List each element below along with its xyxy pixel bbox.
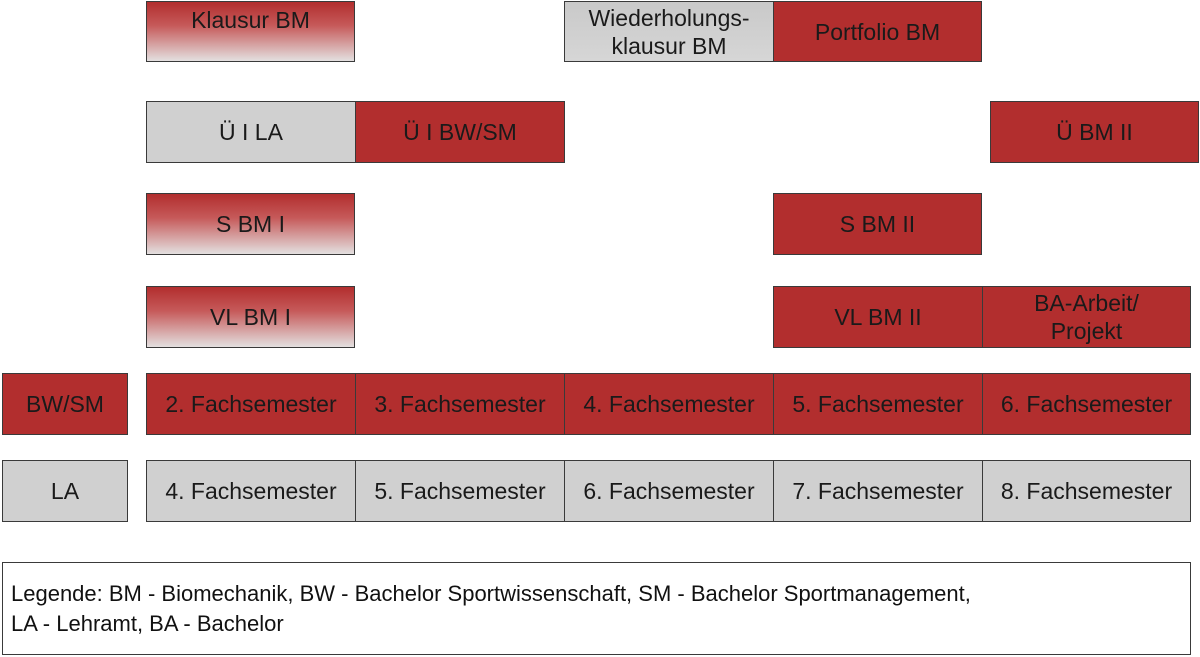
module-ue-i-bwsm: Ü I BW/SM xyxy=(355,101,565,163)
legend-line1: Legende: BM - Biomechanik, BW - Bachelor… xyxy=(11,581,971,606)
module-label-line1: BA-Arbeit/ xyxy=(1034,290,1139,316)
module-s-bm-i: S BM I xyxy=(146,193,355,255)
legend: Legende: BM - Biomechanik, BW - Bachelor… xyxy=(2,562,1191,655)
semester-cell: 2. Fachsemester xyxy=(146,373,356,435)
module-label: VL BM II xyxy=(834,304,922,330)
module-vl-bm-ii: VL BM II xyxy=(773,286,983,348)
module-label: Klausur BM xyxy=(191,7,310,33)
module-portfolio-bm: Portfolio BM xyxy=(773,1,982,62)
module-label: VL BM I xyxy=(210,304,291,330)
module-s-bm-ii: S BM II xyxy=(773,193,982,255)
module-vl-bm-i: VL BM I xyxy=(146,286,355,348)
module-ba-arbeit-projekt: BA-Arbeit/ Projekt xyxy=(982,286,1191,348)
module-label: S BM II xyxy=(839,211,916,237)
semester-cell: 7. Fachsemester xyxy=(773,460,983,522)
semester-cell: 6. Fachsemester xyxy=(564,460,774,522)
semester-cell: 6. Fachsemester xyxy=(982,373,1191,435)
module-label-line2: klausur BM xyxy=(611,32,727,59)
semester-cell: 4. Fachsemester xyxy=(146,460,356,522)
module-ue-bm-ii: Ü BM II xyxy=(990,101,1199,163)
module-klausur-bm: Klausur BM xyxy=(146,1,355,62)
module-ue-i-la: Ü I LA xyxy=(146,101,356,163)
module-label: Ü I BW/SM xyxy=(403,119,517,145)
semester-cell: 8. Fachsemester xyxy=(982,460,1191,522)
module-label: Ü I LA xyxy=(219,119,283,145)
semester-cell: 5. Fachsemester xyxy=(355,460,565,522)
row-label-bwsm: BW/SM xyxy=(2,373,128,435)
legend-line2: LA - Lehramt, BA - Bachelor xyxy=(11,611,284,636)
row-label-la: LA xyxy=(2,460,128,522)
semester-cell: 5. Fachsemester xyxy=(773,373,983,435)
module-label: S BM I xyxy=(215,211,285,237)
semester-cell: 3. Fachsemester xyxy=(355,373,565,435)
semester-cell: 4. Fachsemester xyxy=(564,373,774,435)
module-label: Portfolio BM xyxy=(814,18,941,45)
module-label-line2: Projekt xyxy=(1050,318,1123,344)
module-wiederholungsklausur-bm: Wiederholungs- klausur BM xyxy=(564,1,774,62)
module-label-line1: Wiederholungs- xyxy=(588,4,750,31)
module-label: Ü BM II xyxy=(1056,119,1133,145)
